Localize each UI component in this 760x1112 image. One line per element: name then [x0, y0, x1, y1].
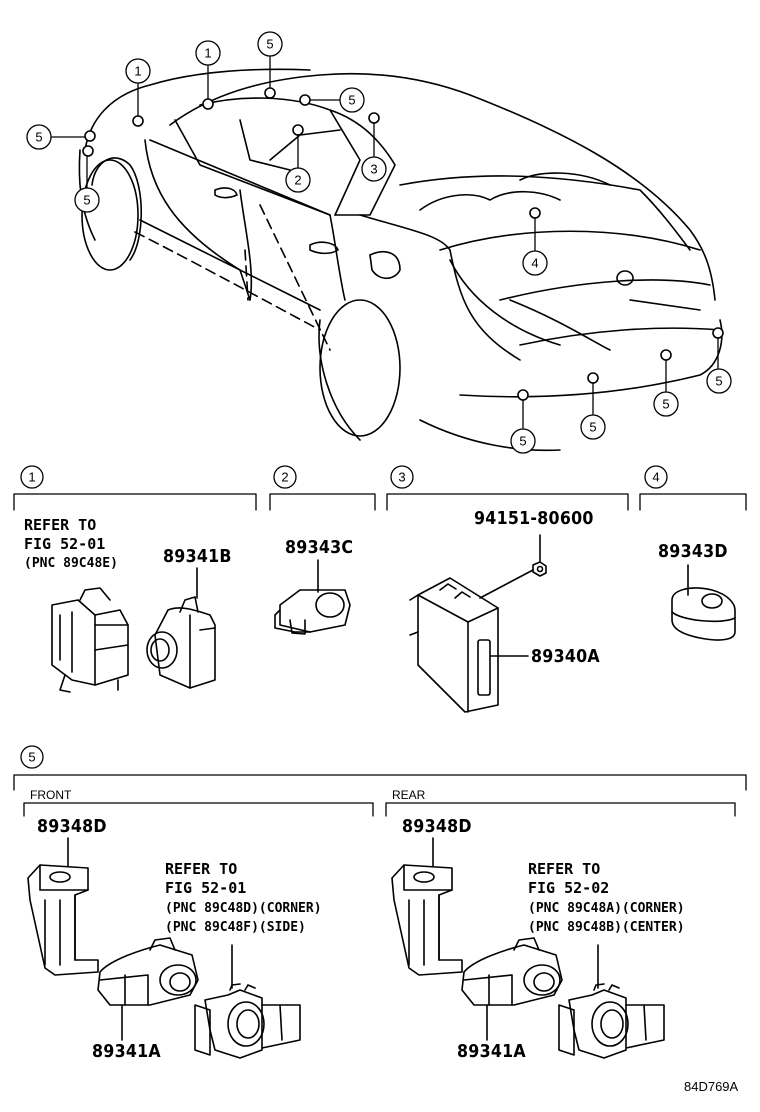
part-number-89343C: 89343C — [285, 537, 354, 558]
part-number-89340A: 89340A — [531, 646, 600, 667]
leader-lines — [51, 56, 719, 429]
callout-circles: 1 1 5 5 5 5 2 3 4 5 5 5 5 1 2 3 4 5 — [20, 31, 732, 769]
section-callout-4: 4 — [652, 470, 659, 485]
sensor-markers — [82, 87, 724, 401]
ecu-section3 — [409, 534, 547, 713]
rear-refer-line4: (PNC 89C48B)(CENTER) — [528, 920, 685, 935]
callout-5: 5 — [519, 434, 526, 449]
callout-5: 5 — [589, 420, 596, 435]
callout-1: 1 — [204, 46, 211, 61]
section-callout-3: 3 — [398, 470, 405, 485]
callout-5: 5 — [35, 130, 42, 145]
front-refer-line3: (PNC 89C48D)(CORNER) — [165, 901, 322, 916]
callout-3: 3 — [370, 162, 377, 177]
rear-refer-line1: REFER TO — [528, 860, 601, 878]
diagram-code: 84D769A — [684, 1079, 739, 1094]
part-number-89341B: 89341B — [163, 546, 232, 567]
car-illustration — [78, 68, 723, 452]
part-number-nut: 94151-80600 — [474, 508, 594, 529]
section-brackets — [13, 493, 747, 817]
front-refer-line2: FIG 52-01 — [165, 879, 247, 897]
callout-4: 4 — [531, 256, 538, 271]
rear-sensor-part: 89341A — [457, 1041, 526, 1062]
callout-1: 1 — [134, 64, 141, 79]
front-sensor-part: 89341A — [92, 1041, 161, 1062]
section1-refer-line1: REFER TO — [24, 516, 97, 534]
section1-refer-line3: (PNC 89C48E) — [24, 556, 118, 571]
callout-2: 2 — [294, 173, 301, 188]
rear-sensor-group — [391, 837, 665, 1059]
section-callout-1: 1 — [28, 470, 35, 485]
section-callout-2: 2 — [281, 470, 288, 485]
front-retainer-part: 89348D — [37, 816, 107, 837]
rear-refer-line3: (PNC 89C48A)(CORNER) — [528, 901, 685, 916]
callout-5: 5 — [266, 37, 273, 52]
front-sensor-group — [27, 837, 301, 1059]
callout-5: 5 — [715, 374, 722, 389]
callout-5: 5 — [83, 193, 90, 208]
part-number-89343D: 89343D — [658, 541, 728, 562]
sensor-group-section1 — [51, 567, 216, 693]
front-label: FRONT — [30, 788, 72, 802]
sensor-section2 — [274, 559, 351, 635]
rear-label: REAR — [392, 788, 426, 802]
callout-5: 5 — [662, 397, 669, 412]
sensor-section4 — [671, 564, 736, 641]
section-callout-5: 5 — [28, 750, 35, 765]
front-refer-line4: (PNC 89C48F)(SIDE) — [165, 920, 306, 935]
rear-retainer-part: 89348D — [402, 816, 472, 837]
rear-refer-line2: FIG 52-02 — [528, 879, 610, 897]
section1-refer-line2: FIG 52-01 — [24, 535, 106, 553]
callout-5: 5 — [348, 93, 355, 108]
front-refer-line1: REFER TO — [165, 860, 238, 878]
